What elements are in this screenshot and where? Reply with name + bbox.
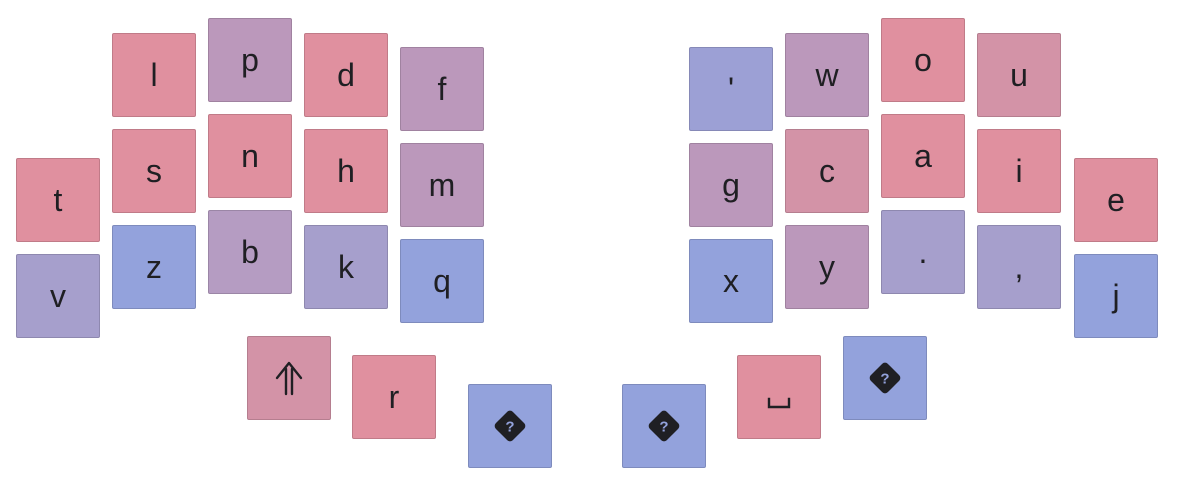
key-k: k bbox=[304, 225, 388, 309]
key-b: b bbox=[208, 210, 292, 294]
key-p: p bbox=[208, 18, 292, 102]
unknown-diamond-icon: ? bbox=[865, 358, 905, 398]
key-unknown-right: ? bbox=[843, 336, 927, 420]
key-label: h bbox=[337, 153, 355, 189]
key-l: l bbox=[112, 33, 196, 117]
key-q: q bbox=[400, 239, 484, 323]
key-label: x bbox=[723, 263, 739, 299]
key-comma: , bbox=[977, 225, 1061, 309]
key-label: ' bbox=[727, 71, 735, 107]
key-space bbox=[737, 355, 821, 439]
key-label: q bbox=[433, 263, 451, 299]
key-label: k bbox=[338, 249, 354, 285]
svg-text:?: ? bbox=[659, 419, 668, 436]
key-i: i bbox=[977, 129, 1061, 213]
key-a: a bbox=[881, 114, 965, 198]
key-shift bbox=[247, 336, 331, 420]
svg-text:?: ? bbox=[505, 419, 514, 436]
key-v: v bbox=[16, 254, 100, 338]
space-bar-icon bbox=[759, 377, 799, 417]
key-label: w bbox=[815, 57, 839, 93]
key-f: f bbox=[400, 47, 484, 131]
svg-text:?: ? bbox=[880, 371, 889, 388]
key-label: d bbox=[337, 57, 355, 93]
unknown-diamond-icon: ? bbox=[490, 406, 530, 446]
key-y: y bbox=[785, 225, 869, 309]
double-arrow-up-icon bbox=[269, 358, 309, 398]
key-label: z bbox=[146, 249, 162, 285]
key-e: e bbox=[1074, 158, 1158, 242]
key-label: l bbox=[150, 57, 158, 93]
key-label: v bbox=[50, 278, 66, 314]
key-label: e bbox=[1107, 182, 1125, 218]
key-label: r bbox=[388, 379, 400, 415]
key-unknown-mid: ? bbox=[622, 384, 706, 468]
key-u: u bbox=[977, 33, 1061, 117]
key-h: h bbox=[304, 129, 388, 213]
key-label: m bbox=[428, 167, 456, 203]
key-x: x bbox=[689, 239, 773, 323]
key-t: t bbox=[16, 158, 100, 242]
key-n: n bbox=[208, 114, 292, 198]
key-label: t bbox=[53, 182, 63, 218]
key-label: g bbox=[722, 167, 740, 203]
key-label: s bbox=[146, 153, 162, 189]
key-label: . bbox=[918, 234, 928, 270]
key-o: o bbox=[881, 18, 965, 102]
key-j: j bbox=[1074, 254, 1158, 338]
key-label: u bbox=[1010, 57, 1028, 93]
key-z: z bbox=[112, 225, 196, 309]
key-period: . bbox=[881, 210, 965, 294]
key-apostrophe: ' bbox=[689, 47, 773, 131]
unknown-diamond-icon: ? bbox=[644, 406, 684, 446]
key-label: y bbox=[819, 249, 835, 285]
key-label: c bbox=[819, 153, 835, 189]
key-label: n bbox=[241, 138, 259, 174]
key-label: p bbox=[241, 42, 259, 78]
key-label: f bbox=[437, 71, 447, 107]
key-s: s bbox=[112, 129, 196, 213]
key-w: w bbox=[785, 33, 869, 117]
key-m: m bbox=[400, 143, 484, 227]
key-label: i bbox=[1015, 153, 1023, 189]
key-label: o bbox=[914, 42, 932, 78]
key-c: c bbox=[785, 129, 869, 213]
key-label: a bbox=[914, 138, 932, 174]
key-d: d bbox=[304, 33, 388, 117]
key-label: j bbox=[1112, 278, 1120, 314]
key-label: b bbox=[241, 234, 259, 270]
key-unknown-left: ? bbox=[468, 384, 552, 468]
key-r: r bbox=[352, 355, 436, 439]
key-label: , bbox=[1014, 249, 1024, 285]
key-g: g bbox=[689, 143, 773, 227]
